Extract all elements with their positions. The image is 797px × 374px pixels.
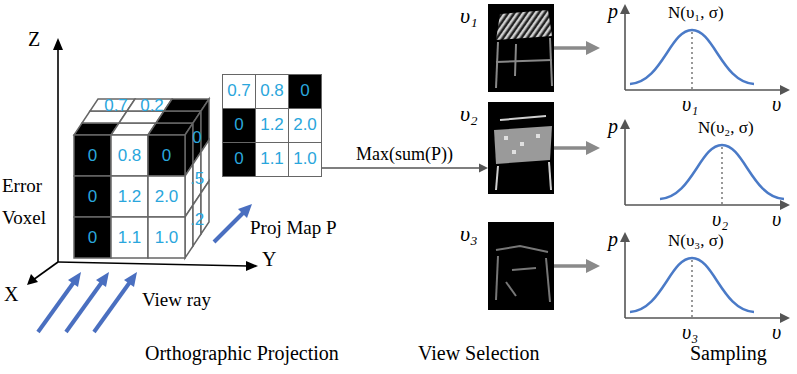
mean-label: υ₂ — [712, 208, 728, 230]
view-image-1 — [488, 4, 554, 92]
distribution-plot: p N(υ₁, σ) υ₁ υ — [600, 0, 792, 120]
mean-label: υ₁ — [682, 93, 698, 115]
distribution-plot: p N(υ₂, σ) υ₂ υ — [600, 115, 792, 235]
voxel-value: 0.7 — [104, 97, 128, 116]
voxel-value: 0.2 — [140, 97, 164, 116]
map-cell: 0.8 — [255, 74, 289, 109]
voxel-value: 0 — [88, 187, 97, 206]
map-cell: 0 — [222, 142, 256, 177]
connector-line — [554, 46, 587, 50]
arrow-head — [586, 259, 600, 273]
label: Z — [28, 28, 40, 50]
plot-axis-heads — [620, 4, 790, 323]
label: Error Voxel — [2, 170, 54, 234]
mean-label: υ₃ — [682, 321, 698, 343]
axis-label: p — [608, 0, 618, 22]
distribution-label: N(υ₁, σ) — [668, 4, 724, 23]
map-title: Proj Map P — [250, 218, 337, 239]
view-image: υ₁ — [488, 4, 554, 92]
view-image-2 — [488, 102, 554, 194]
map-cell: 1.1 — [255, 142, 289, 177]
axes — [33, 48, 248, 280]
view-image: υ₂ — [488, 102, 554, 194]
voxel-value: 1.1 — [118, 228, 142, 247]
axis-label: υ — [772, 321, 781, 343]
view-ray-arrows — [38, 212, 244, 332]
voxel-value: 0 — [88, 228, 97, 247]
voxel-value: .5 — [190, 170, 204, 189]
axis-label: υ — [772, 208, 781, 230]
voxel-value: 2.0 — [155, 187, 179, 206]
gaussian-curves — [630, 30, 784, 312]
label: Sampling — [690, 342, 767, 364]
view-label: υ₁ — [460, 4, 478, 28]
mean-lines — [692, 32, 722, 318]
voxel-value: 1.0 — [155, 228, 179, 247]
view-image: υ₃ — [488, 222, 554, 310]
view-label: υ₂ — [460, 102, 478, 126]
voxel-value: 0 — [192, 129, 201, 148]
connector — [554, 41, 600, 55]
voxel-value: .2 — [190, 211, 204, 230]
connector — [554, 141, 600, 155]
voxel-value: 0 — [88, 146, 97, 165]
connector — [554, 259, 600, 273]
map-cell: 0 — [222, 108, 256, 143]
distribution-plot: p N(υ₃, σ) υ₃ υ — [600, 228, 792, 348]
map-cell: 1.0 — [288, 142, 322, 177]
map-cell: 2.0 — [288, 108, 322, 143]
label: Orthographic Projection — [145, 342, 339, 364]
label: View Selection — [418, 342, 540, 364]
plot-axes — [625, 12, 782, 318]
arrow-head — [586, 141, 600, 155]
view-image-3 — [488, 222, 554, 310]
voxel-value: 0 — [162, 146, 171, 165]
voxel-value: 0.8 — [118, 146, 142, 165]
view-label: υ₃ — [460, 222, 478, 246]
arrow-head — [586, 41, 600, 55]
map-cell: 1.2 — [255, 108, 289, 143]
error-voxel-cube — [74, 99, 209, 258]
voxel-value: 1.2 — [118, 187, 142, 206]
label: Y — [262, 248, 276, 270]
distribution-label: N(υ₂, σ) — [698, 119, 754, 138]
arrow-head — [479, 164, 488, 173]
label: X — [4, 283, 18, 305]
edge-label: Max(sum(P)) — [354, 145, 455, 165]
distribution-label: N(υ₃, σ) — [668, 232, 724, 251]
connector-line — [554, 264, 587, 268]
view-ray-heads — [68, 204, 252, 287]
label: View ray — [142, 290, 211, 311]
map-cell: 0 — [288, 74, 322, 109]
connector-line — [554, 146, 587, 150]
axis-heads — [27, 38, 258, 285]
axis-label: p — [608, 228, 618, 250]
connector-line — [321, 167, 480, 169]
map-cell: 0.7 — [222, 74, 256, 109]
projection-map: Proj Map P0.70.8001.22.001.11.0 — [222, 74, 321, 176]
axis-label: p — [608, 115, 618, 137]
axis-label: υ — [772, 93, 781, 115]
